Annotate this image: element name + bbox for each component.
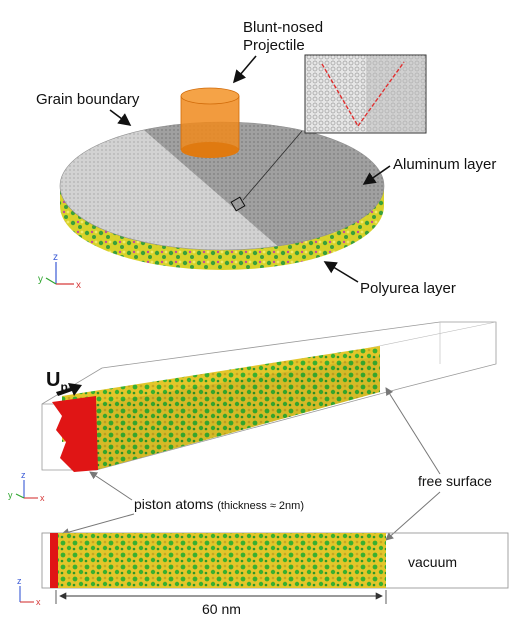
- piston-atoms-3d: [52, 396, 98, 472]
- sample-front-face: [96, 356, 380, 470]
- velocity-subscript: p: [60, 380, 67, 394]
- axis-z-top: z: [53, 252, 58, 263]
- piston-pointer-top: [89, 471, 133, 501]
- axis-x-middle: x: [40, 493, 45, 503]
- piston-pointer-bottom: [61, 513, 135, 536]
- length-label: 60 nm: [202, 601, 241, 617]
- piston-atoms-2d: [50, 533, 58, 588]
- aluminum-layer-label: Aluminum layer: [393, 156, 496, 173]
- projectile-label-line2: Projectile: [243, 37, 305, 54]
- axis-y-middle: y: [8, 490, 13, 500]
- disk-model: [59, 87, 385, 270]
- projectile: [180, 87, 240, 158]
- axes-triad-middle: z x y: [8, 470, 45, 503]
- free-surface-pointer-top: [385, 387, 441, 475]
- grain-boundary-inset: [304, 54, 427, 134]
- axis-z-bottom: z: [17, 576, 22, 586]
- grain-boundary-label: Grain boundary: [36, 91, 140, 108]
- velocity-arrow: [56, 383, 82, 396]
- projectile-label-line1: Blunt-nosed: [243, 19, 323, 36]
- polyurea-pointer: [323, 261, 359, 283]
- grain-boundary-pointer: [109, 109, 132, 126]
- free-surface-label: free surface: [418, 473, 492, 489]
- zoom-region-marker: [230, 196, 246, 212]
- sample-material-2d: [56, 533, 386, 588]
- aluminum-pointer: [362, 165, 391, 185]
- sample-3d-box: [41, 321, 497, 472]
- projectile-pointer: [232, 55, 257, 84]
- piston-atoms-label: piston atoms (thickness ≈ 2nm): [134, 496, 304, 512]
- axes-triad-bottom: z x: [17, 576, 41, 607]
- axis-y-top: y: [38, 274, 43, 285]
- vacuum-label: vacuum: [408, 554, 457, 570]
- axis-z-middle: z: [21, 470, 26, 480]
- axis-x-bottom: x: [36, 597, 41, 607]
- piston-thickness: (thickness ≈ 2nm): [217, 500, 304, 512]
- axes-triad-top: z x y: [38, 252, 81, 291]
- length-dimension: [55, 590, 387, 604]
- free-surface-pointer-bottom: [385, 491, 441, 541]
- sample-2d-view: [41, 532, 509, 589]
- zoom-connector: [242, 130, 303, 201]
- axis-x-top: x: [76, 280, 81, 291]
- polyurea-layer: [60, 186, 384, 270]
- polyurea-layer-label: Polyurea layer: [360, 280, 456, 297]
- velocity-symbol: Up: [46, 369, 68, 394]
